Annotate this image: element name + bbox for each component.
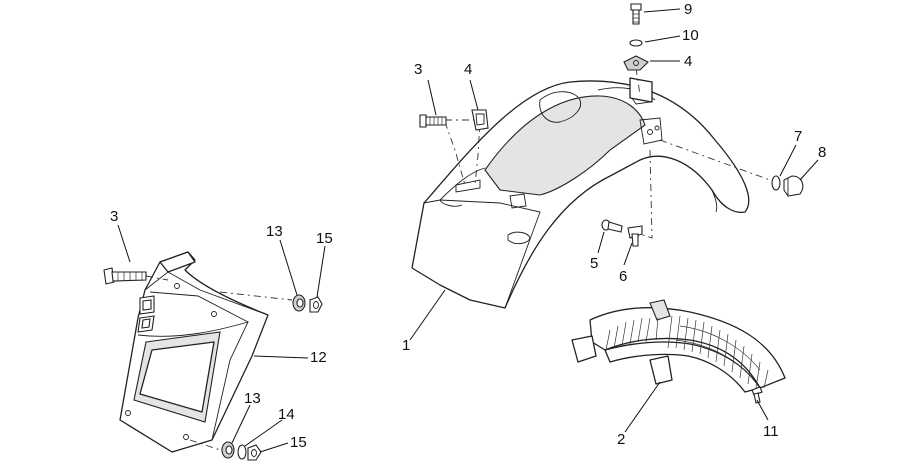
assembly-line-screw-3-lower [145,275,169,281]
assembly-line-screw-9 [635,67,641,96]
assembly-line-screw-3-upper-b [444,121,466,186]
callout-4-right: 4 [684,53,692,70]
callout-9: 9 [684,1,692,18]
callout-13-lower: 13 [244,390,261,407]
assembly-line-screw-3-upper [445,119,481,186]
licence-plate-holder [119,251,269,453]
washer-7 [771,175,781,191]
clip-nut-4-right [623,55,649,71]
cap-nut-8 [783,175,804,197]
screw-3-lower [103,267,147,285]
callout-3-lower: 3 [110,208,118,225]
callout-15-upper: 15 [316,230,333,247]
clip-4-upper [471,109,489,131]
screw-3-upper [419,114,447,128]
screw-9 [630,3,642,25]
assembly-line-nut-13-lower [189,439,221,451]
callout-13-upper: 13 [266,223,283,240]
nut-13-upper [292,294,306,312]
callout-6: 6 [619,268,627,285]
callout-7: 7 [794,128,802,145]
callout-8: 8 [818,144,826,161]
callout-10: 10 [682,27,699,44]
assembly-line-nut-13-upper [219,291,293,301]
rear-mudguard [411,77,750,309]
callout-1: 1 [402,337,410,354]
callout-12: 12 [310,349,327,366]
screw-6 [627,225,643,247]
callout-4-upper: 4 [464,61,472,78]
callout-3-upper: 3 [414,61,422,78]
nut-13-lower [221,441,235,459]
washer-10 [629,39,643,47]
nut-15-upper [309,296,323,313]
callout-15-lower: 15 [290,434,307,451]
callout-11: 11 [763,423,779,440]
nut-15-lower [247,444,262,461]
callout-14: 14 [278,406,295,423]
assembly-line-screw-6 [639,149,653,239]
inner-mudguard [571,299,786,393]
assembly-line-nut-7 [659,139,771,181]
screw-11 [751,386,763,404]
callout-5: 5 [590,255,598,272]
callout-2: 2 [617,431,625,448]
screw-5 [601,219,623,233]
leader-lines [117,8,819,453]
washer-14 [237,444,247,460]
